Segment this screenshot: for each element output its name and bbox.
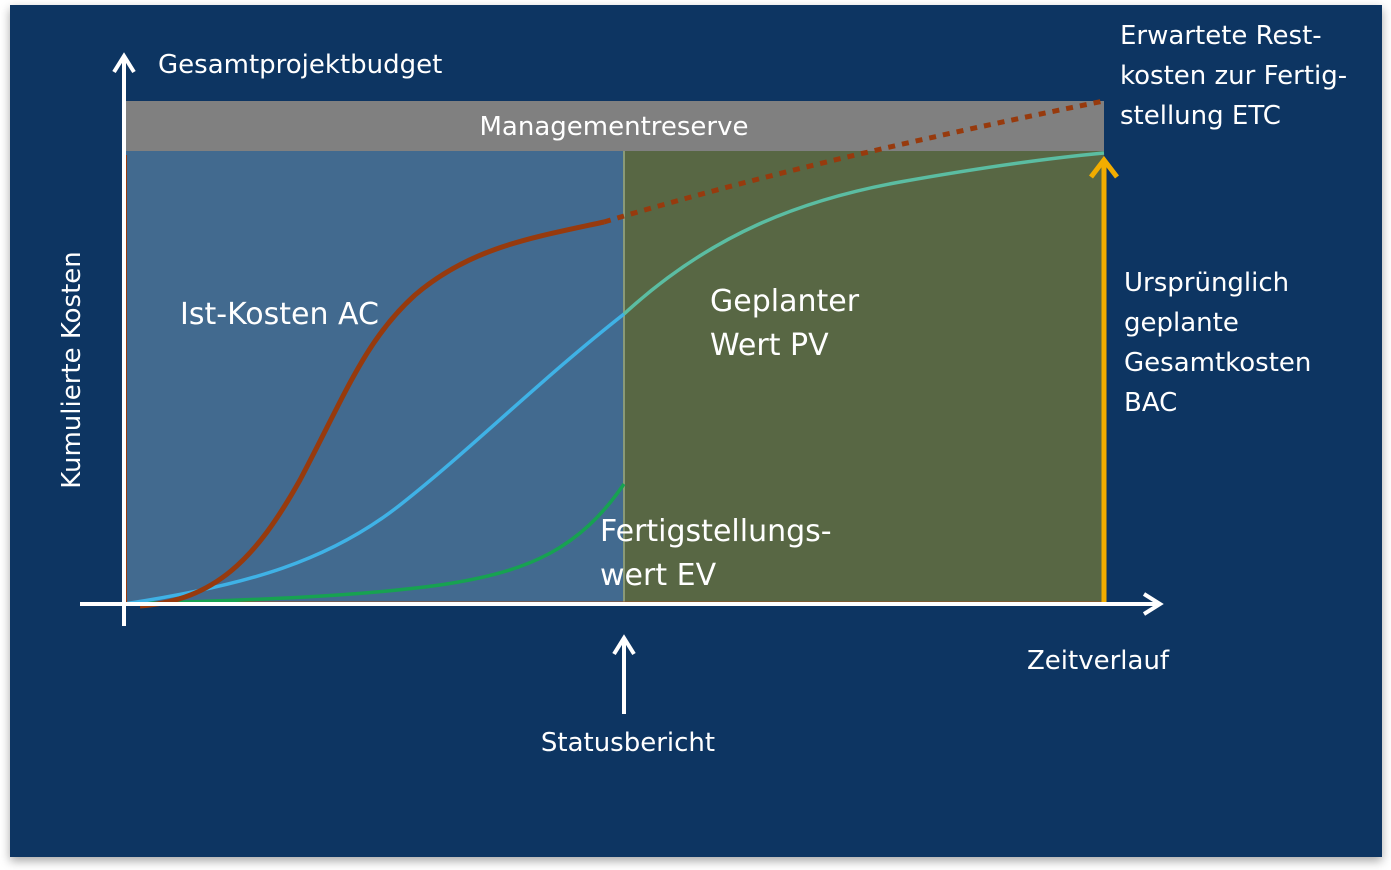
earned-value-label-line2: wert EV bbox=[600, 558, 717, 593]
planned-value-curve-future bbox=[622, 151, 1105, 316]
actual-cost-label: Ist-Kosten AC bbox=[180, 297, 379, 332]
y-axis-top-label: Gesamtprojektbudget bbox=[158, 50, 442, 80]
management-reserve-label: Managementreserve bbox=[479, 112, 748, 142]
past-period-region bbox=[124, 150, 624, 604]
earned-value-curve bbox=[123, 483, 626, 606]
y-axis-label: Kumulierte Kosten bbox=[57, 251, 87, 489]
x-axis bbox=[80, 592, 1164, 616]
etc-label-line3: stellung ETC bbox=[1120, 101, 1281, 131]
etc-label-line2: kosten zur Fertig- bbox=[1120, 61, 1347, 91]
future-period-region bbox=[624, 150, 1104, 604]
status-report-label: Statusbericht bbox=[541, 728, 715, 758]
actual-cost-curve bbox=[139, 219, 605, 609]
planned-value-label-line2: Wert PV bbox=[710, 328, 829, 363]
planned-value-label-line1: Geplanter bbox=[710, 284, 860, 319]
bac-label-line3: Gesamtkosten bbox=[1124, 348, 1311, 378]
bac-label-line2: geplante bbox=[1124, 308, 1239, 338]
etc-label-line1: Erwartete Rest- bbox=[1120, 21, 1322, 51]
x-axis-label: Zeitverlauf bbox=[1027, 646, 1170, 676]
earned-value-label-line1: Fertigstellungs- bbox=[600, 514, 832, 549]
planned-value-curve-past bbox=[123, 312, 626, 606]
bac-label-line1: Ursprünglich bbox=[1124, 268, 1289, 298]
status-report-arrow bbox=[612, 634, 636, 714]
bac-arrow bbox=[1089, 155, 1119, 604]
y-axis bbox=[112, 52, 136, 626]
management-reserve-band bbox=[124, 101, 1104, 151]
bac-label-line4: BAC bbox=[1124, 388, 1177, 418]
